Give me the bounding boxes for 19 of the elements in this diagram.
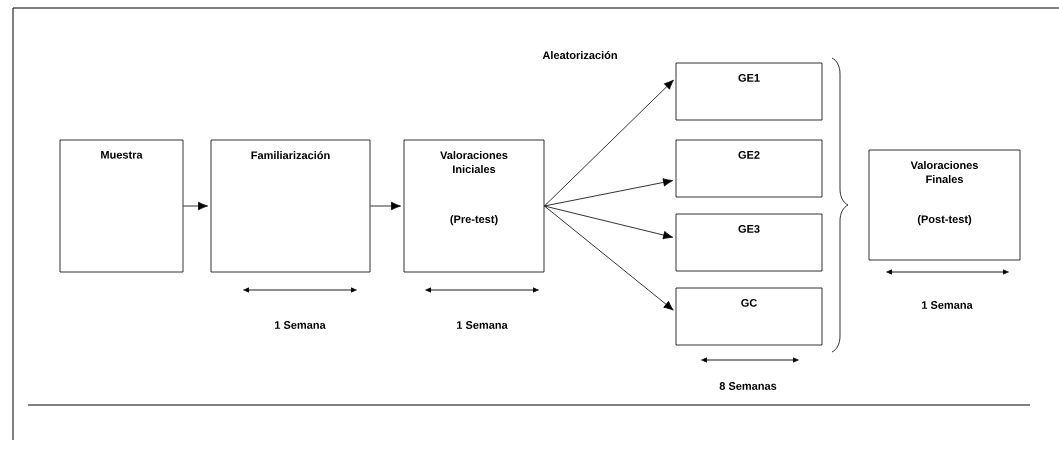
process-box: Muestra (59, 139, 184, 273)
process-box: Valoraciones Finales (Post-test) (868, 149, 1021, 261)
arrow (544, 178, 674, 207)
process-box: GC (675, 287, 823, 346)
process-box: Valoraciones Iniciales (Pre-test) (403, 139, 545, 273)
arrow (544, 79, 674, 207)
label: 1 Semana (275, 321, 326, 329)
label: 1 Semana (922, 301, 973, 309)
arrow (544, 205, 674, 240)
process-box: GE2 (675, 139, 823, 198)
arrow (183, 201, 208, 211)
label: 1 Semana (457, 321, 508, 329)
arrow (544, 205, 674, 311)
process-box: GE1 (675, 62, 823, 121)
process-box: GE3 (675, 213, 823, 272)
process-box: Familiarización (210, 139, 371, 273)
arrow (370, 201, 401, 211)
label: Aleatorización (542, 50, 617, 60)
label: 8 Semanas (719, 382, 777, 390)
